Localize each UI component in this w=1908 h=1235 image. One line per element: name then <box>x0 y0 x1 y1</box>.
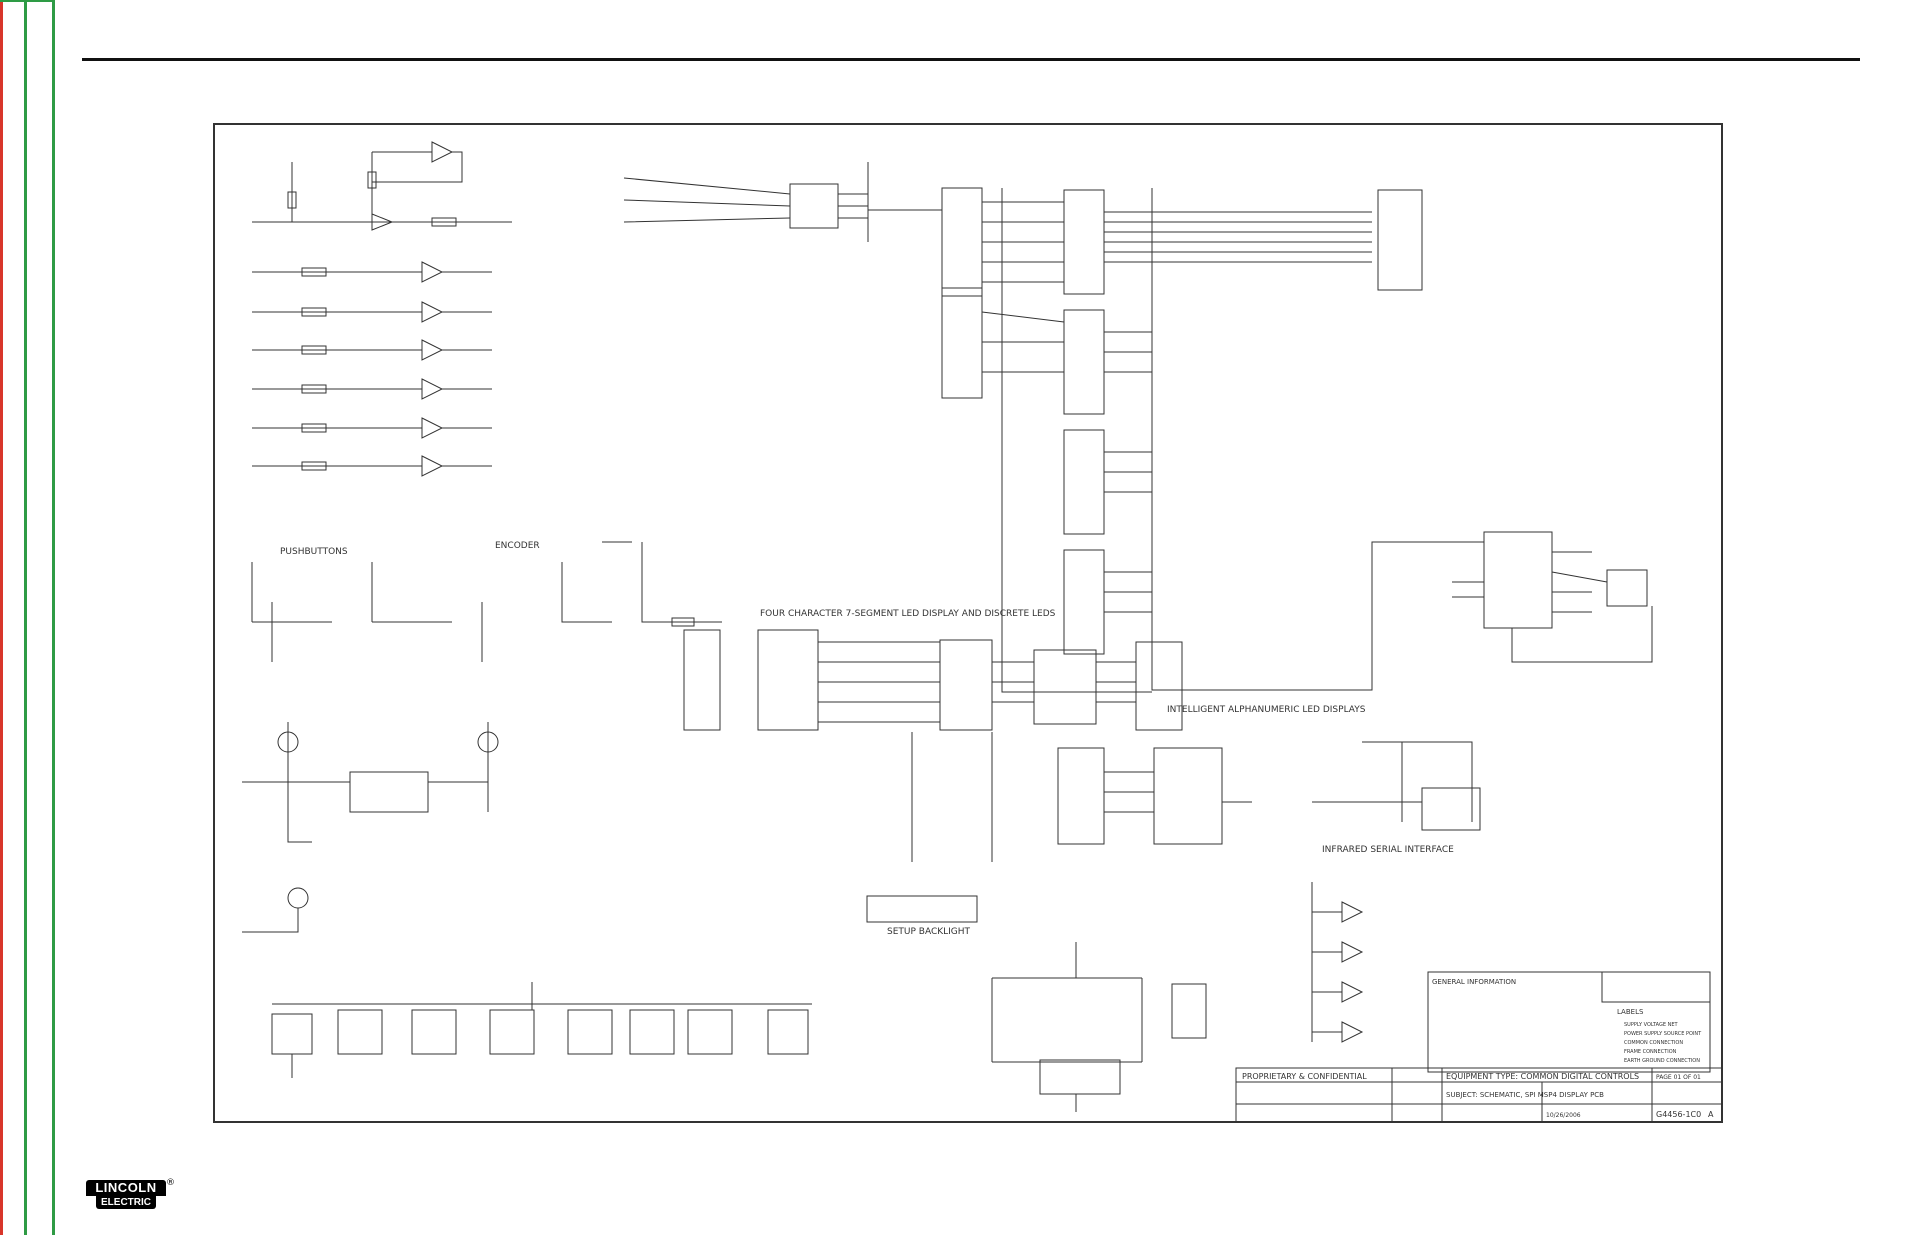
drawing-border <box>213 123 1723 1123</box>
proprietary-text: PROPRIETARY & CONFIDENTIAL <box>1242 1072 1367 1081</box>
input-buffer-channels <box>252 261 492 477</box>
general-info-heading: GENERAL INFORMATION <box>1432 978 1516 986</box>
top-margin-green-edge <box>0 0 55 2</box>
left-margin-red-line <box>0 0 3 1235</box>
logo-bottom-text: ELECTRIC <box>96 1196 156 1209</box>
approval-date: 10/26/2006 <box>1546 1112 1581 1119</box>
encoder-label: ENCODER <box>495 541 540 551</box>
revision-letter: A <box>1708 1110 1714 1119</box>
infrared-label: INFRARED SERIAL INTERFACE <box>1322 845 1454 855</box>
logo-top-text: LINCOLN <box>86 1180 166 1196</box>
seven-segment-driver <box>683 629 1183 923</box>
bottom-ic-row <box>271 982 812 1078</box>
top-center-ic <box>623 162 942 242</box>
title-block <box>1235 971 1723 1123</box>
alphanumeric-display-block <box>941 187 1423 693</box>
schmitt-trigger-column <box>1311 882 1364 1043</box>
document-number: G4456-1C0 <box>1656 1110 1701 1119</box>
alphanumeric-label: INTELLIGENT ALPHANUMERIC LED DISPLAYS <box>1167 705 1366 715</box>
capacitor-bank <box>991 942 1207 1112</box>
label-item: SUPPLY VOLTAGE NET <box>1624 1022 1679 1028</box>
page-number: PAGE 01 OF 01 <box>1656 1074 1701 1081</box>
subject-text: SUBJECT: SCHEMATIC, SPI MSP4 DISPLAY PCB <box>1446 1091 1604 1099</box>
power-supply-section <box>242 722 499 933</box>
equipment-type: EQUIPMENT TYPE: COMMON DIGITAL CONTROLS <box>1446 1072 1639 1081</box>
schematic-drawing: PUSHBUTTONS ENCODER FOUR CHARACTER 7-SEG… <box>213 123 1723 1123</box>
left-margin-green-line-1 <box>24 0 27 1235</box>
label-item: COMMON CONNECTION <box>1624 1040 1683 1046</box>
label-item: POWER SUPPLY SOURCE POINT <box>1624 1031 1702 1037</box>
seven-seg-label: FOUR CHARACTER 7-SEGMENT LED DISPLAY AND… <box>760 609 1056 619</box>
microcontroller <box>1412 531 1653 663</box>
infrared-interface <box>1057 741 1481 845</box>
left-margin-green-line-2 <box>52 0 55 1235</box>
label-item: EARTH GROUND CONNECTION <box>1624 1058 1700 1064</box>
backlight-label: SETUP BACKLIGHT <box>887 927 971 937</box>
header-rule <box>82 58 1860 61</box>
logo-registered-mark: ® <box>166 1178 175 1188</box>
labels-heading: LABELS <box>1617 1008 1644 1016</box>
lincoln-electric-logo: LINCOLN ELECTRIC ® <box>86 1178 175 1212</box>
label-item: FRAME CONNECTION <box>1624 1049 1677 1055</box>
pushbutton-encoder-circuits <box>251 541 722 662</box>
pushbuttons-label: PUSHBUTTONS <box>280 547 348 557</box>
